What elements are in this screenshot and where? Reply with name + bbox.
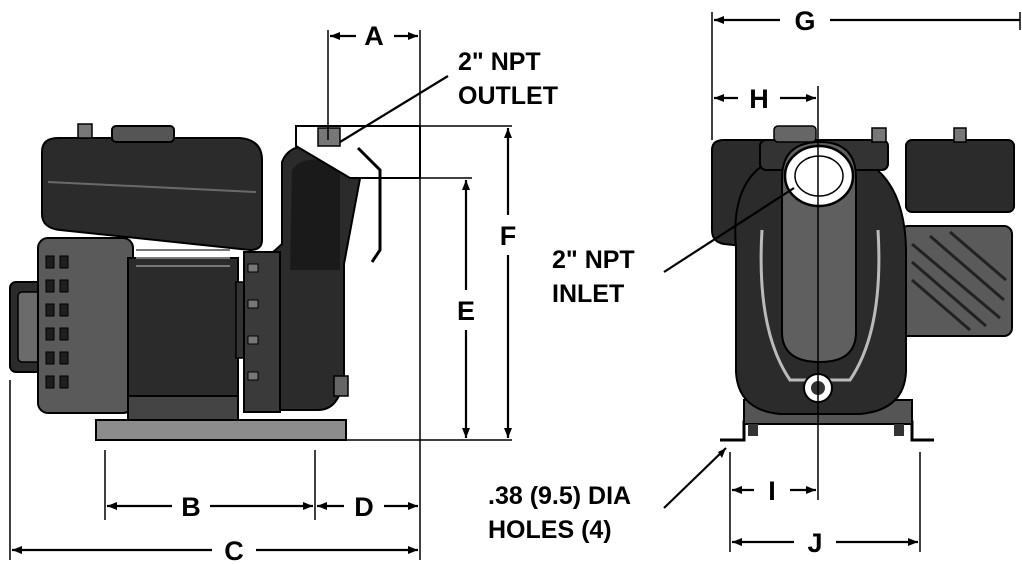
side-view	[9, 123, 421, 441]
inlet-callout-line2: INLET	[552, 280, 624, 308]
dim-label-h: H	[749, 84, 769, 114]
dim-label-i: I	[768, 476, 776, 506]
holes-callout-line1: .38 (9.5) DIA	[488, 482, 631, 510]
air-cleaner	[905, 139, 1015, 213]
fuel-cap	[111, 125, 175, 143]
dim-label-b: B	[181, 492, 201, 522]
dim-label-g: G	[794, 6, 815, 36]
outlet-callout-line2: OUTLET	[458, 82, 558, 110]
engine-block	[127, 257, 239, 407]
drain-plug	[333, 375, 349, 397]
dim-label-d: D	[354, 492, 374, 522]
dim-label-f: F	[500, 221, 517, 251]
side-base-plate	[95, 419, 347, 441]
dim-label-e: E	[457, 296, 475, 326]
side-dimension-lines	[9, 30, 512, 560]
fuel-tank	[41, 137, 263, 252]
dim-label-j: J	[807, 528, 822, 558]
dim-label-c: C	[224, 536, 244, 564]
outlet-callout-line1: 2" NPT	[458, 48, 541, 76]
dim-label-a: A	[364, 21, 384, 51]
holes-callout-line2: HOLES (4)	[488, 516, 612, 544]
front-view	[711, 125, 1015, 442]
inlet-callout-line1: 2" NPT	[552, 246, 635, 274]
front-dimension-lines	[663, 12, 1021, 552]
